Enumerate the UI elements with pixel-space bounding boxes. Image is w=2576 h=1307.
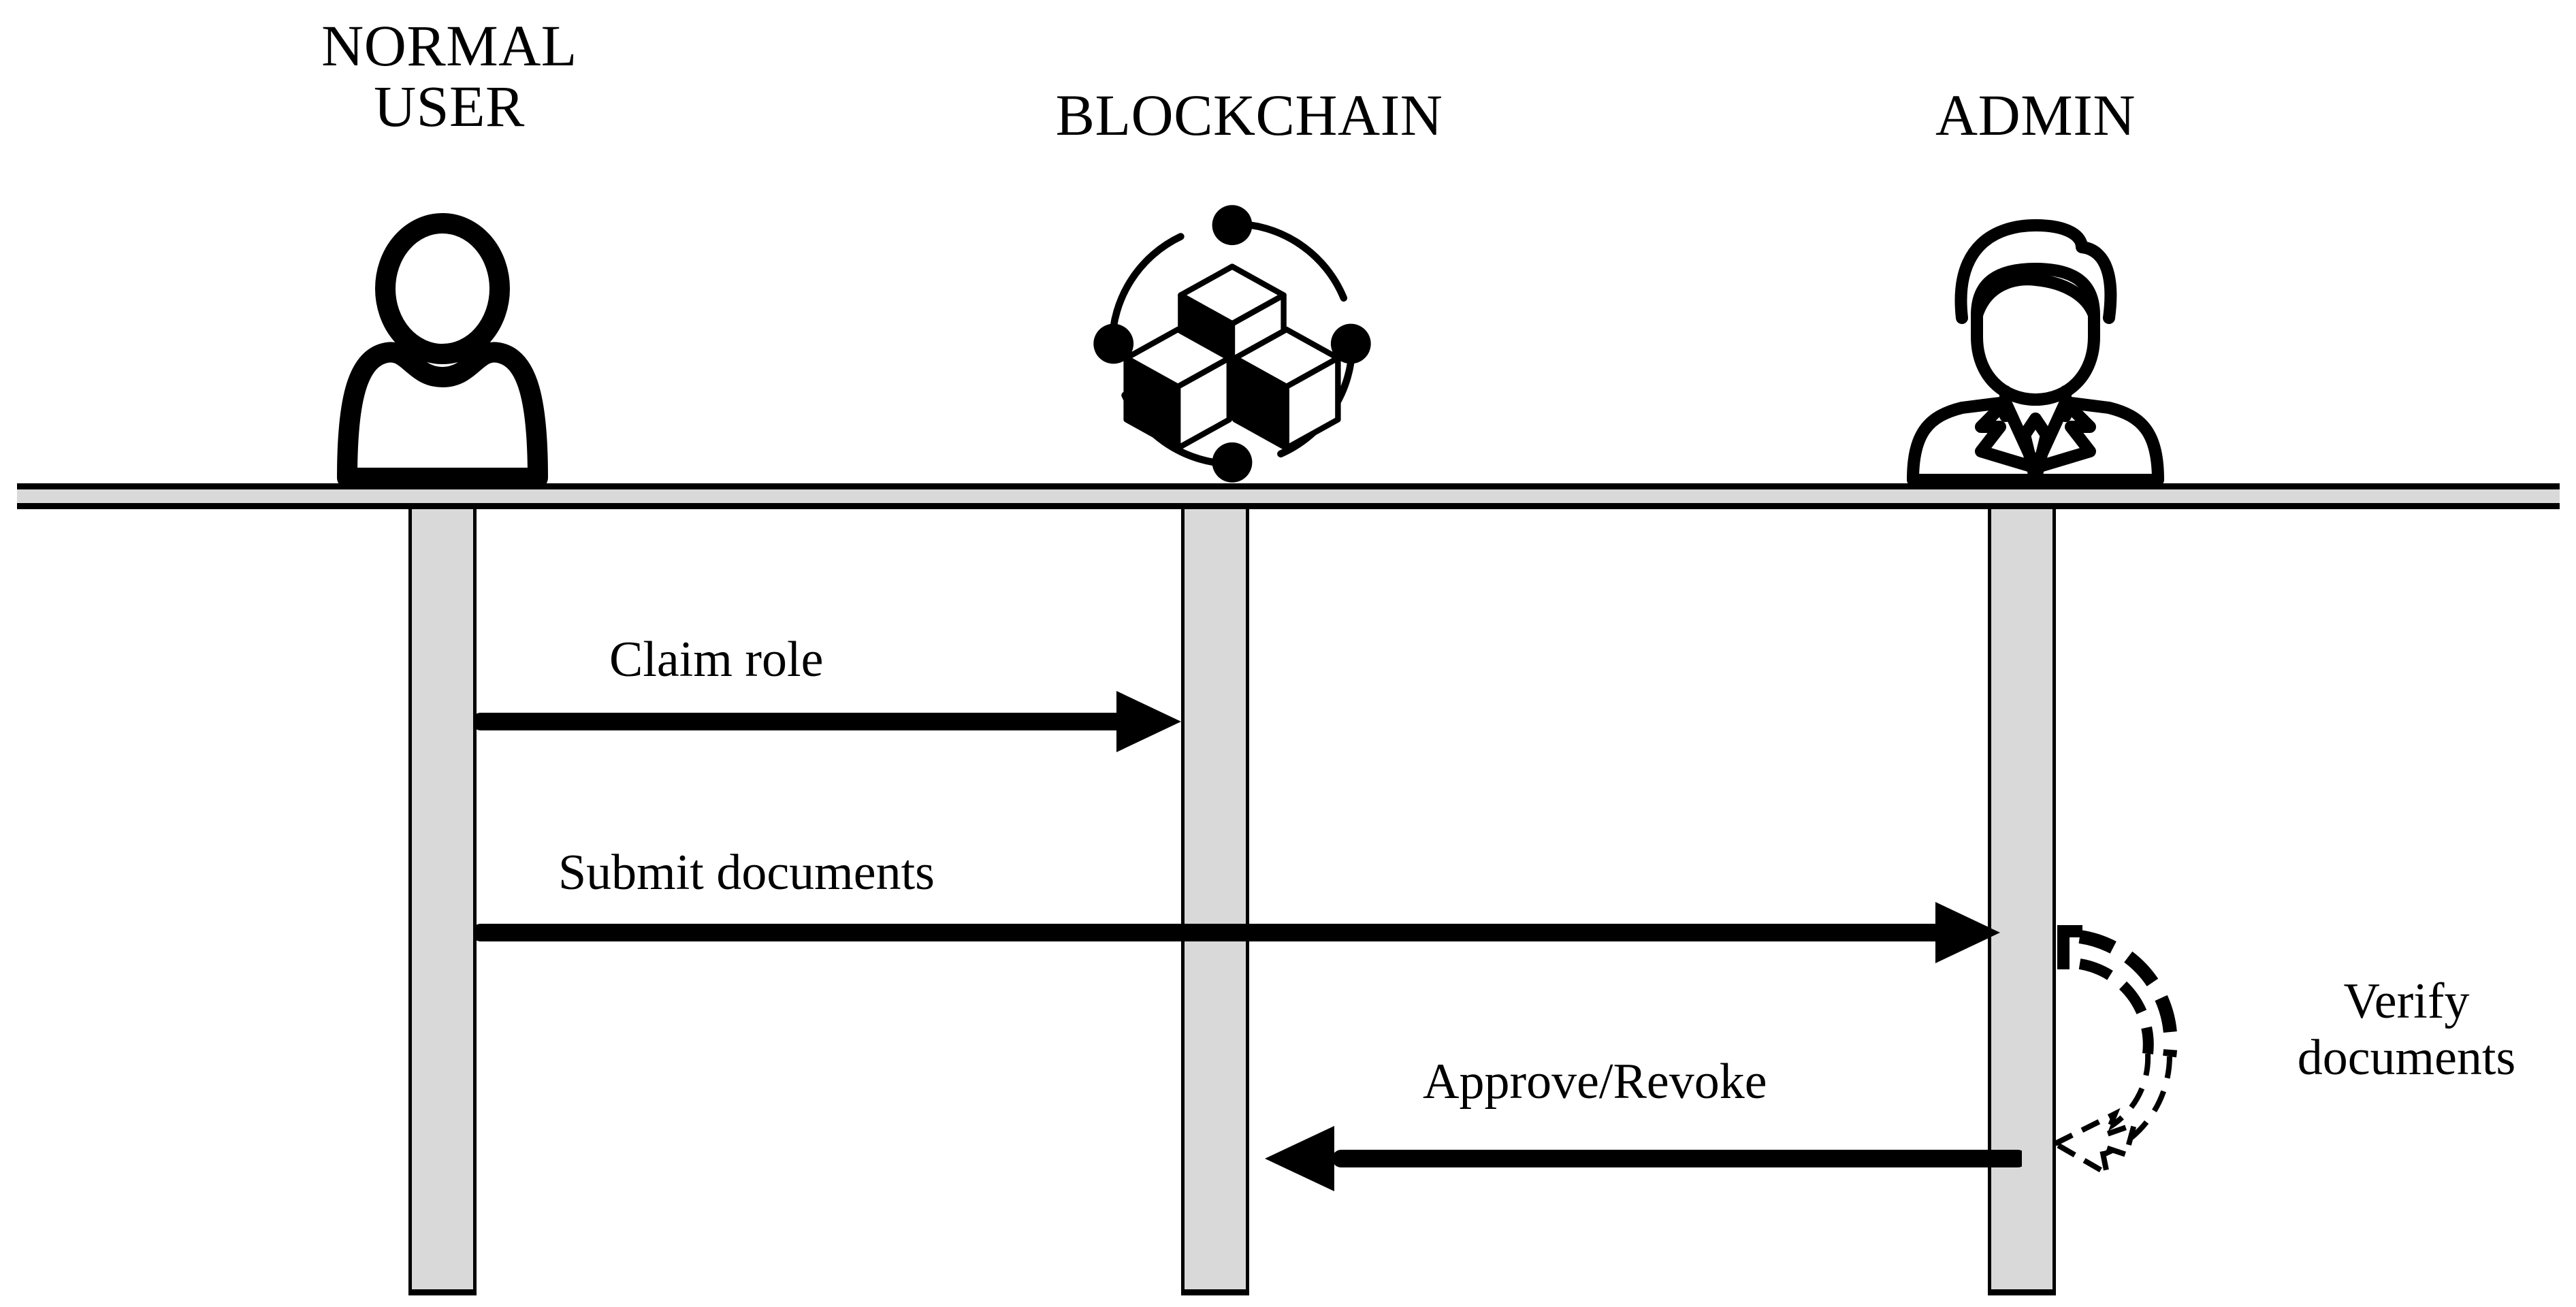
self-message-label-verify-documents: Verify documents xyxy=(2297,973,2516,1086)
actor-bar xyxy=(17,483,2560,509)
actor-header-admin: ADMIN xyxy=(1763,74,2308,157)
blockchain-cubes-icon xyxy=(1089,201,1375,487)
actor-label-blockchain: BLOCKCHAIN xyxy=(1055,82,1443,148)
actor-label-normal-user: NORMAL USER xyxy=(321,12,577,140)
self-message-arrow-verify-documents xyxy=(2049,912,2257,1198)
lifeline-normal-user xyxy=(408,509,477,1295)
message-arrow-claim-role xyxy=(472,688,1198,756)
message-label-claim-role: Claim role xyxy=(609,632,824,688)
actor-header-blockchain: BLOCKCHAIN xyxy=(943,74,1556,157)
message-arrow-approve-revoke xyxy=(1259,1125,2027,1193)
message-label-submit-documents: Submit documents xyxy=(558,845,935,901)
message-arrow-submit-documents xyxy=(472,899,2015,967)
lifeline-blockchain xyxy=(1181,509,1249,1295)
businessman-icon xyxy=(1899,201,2172,487)
message-label-approve-revoke: Approve/Revoke xyxy=(1423,1054,1767,1110)
actor-label-admin: ADMIN xyxy=(1935,82,2136,148)
actor-header-normal-user: NORMAL USER xyxy=(177,4,722,148)
person-icon xyxy=(327,211,558,488)
